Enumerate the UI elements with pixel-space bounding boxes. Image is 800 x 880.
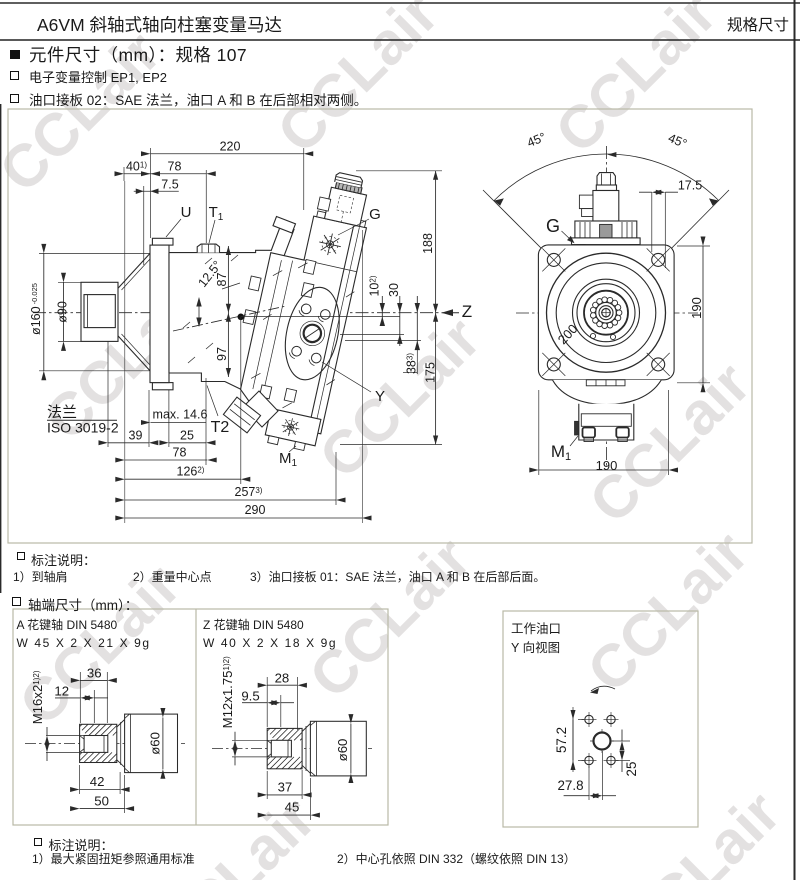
- svg-text:ø60: ø60: [148, 732, 163, 755]
- svg-text:30: 30: [387, 283, 401, 297]
- svg-text:ø90: ø90: [56, 301, 70, 323]
- svg-text:max. 14.6: max. 14.6: [153, 408, 208, 422]
- svg-text:9.5: 9.5: [241, 689, 259, 704]
- svg-text:CCLair: CCLair: [296, 524, 482, 710]
- svg-text:188: 188: [421, 233, 435, 254]
- svg-text:27.8: 27.8: [557, 778, 583, 793]
- svg-text:190: 190: [689, 297, 704, 319]
- svg-text:ISO 3019-2: ISO 3019-2: [47, 420, 119, 436]
- svg-text:45: 45: [285, 800, 300, 815]
- svg-text:T2: T2: [211, 419, 230, 436]
- svg-text:7.5: 7.5: [161, 178, 178, 192]
- svg-text:175: 175: [424, 362, 438, 383]
- svg-text:法兰: 法兰: [47, 404, 77, 421]
- svg-text:G: G: [369, 206, 381, 223]
- svg-text:290: 290: [245, 503, 266, 517]
- svg-text:T1: T1: [209, 204, 224, 223]
- svg-text:28: 28: [275, 671, 290, 686]
- svg-text:190: 190: [596, 458, 618, 473]
- svg-text:1262): 1262): [177, 465, 205, 479]
- svg-text:Y: Y: [375, 388, 385, 405]
- svg-text:M12x1.751)2): M12x1.751)2): [220, 656, 235, 728]
- svg-text:M1: M1: [551, 442, 571, 463]
- svg-text:57.2: 57.2: [554, 727, 569, 753]
- svg-text:102): 102): [368, 275, 382, 296]
- svg-text:87: 87: [215, 273, 229, 287]
- svg-text:M1: M1: [279, 450, 298, 469]
- svg-text:25: 25: [180, 429, 194, 443]
- svg-text:ø60: ø60: [335, 739, 350, 762]
- svg-text:ø160 -0.025: ø160 -0.025: [29, 283, 43, 335]
- svg-text:401): 401): [126, 160, 147, 174]
- svg-text:42: 42: [90, 774, 105, 789]
- svg-text:Z: Z: [462, 302, 472, 321]
- svg-text:37: 37: [278, 780, 293, 795]
- svg-text:97: 97: [215, 347, 229, 361]
- svg-text:U: U: [181, 204, 192, 221]
- svg-text:50: 50: [94, 794, 109, 809]
- svg-text:2573): 2573): [235, 485, 263, 499]
- svg-text:39: 39: [129, 429, 143, 443]
- svg-text:220: 220: [220, 140, 241, 154]
- svg-text:78: 78: [168, 160, 182, 174]
- svg-text:CCLair: CCLair: [606, 778, 792, 880]
- svg-text:CCLair: CCLair: [574, 518, 760, 704]
- svg-text:78: 78: [173, 446, 187, 460]
- svg-text:17.5: 17.5: [678, 179, 702, 193]
- svg-text:45°: 45°: [525, 130, 548, 150]
- svg-text:25: 25: [624, 762, 639, 777]
- svg-text:36: 36: [87, 666, 102, 681]
- svg-text:CCLair: CCLair: [264, 0, 450, 166]
- svg-text:CCLair: CCLair: [542, 0, 728, 166]
- svg-text:G: G: [546, 216, 560, 236]
- svg-text:12: 12: [54, 684, 69, 699]
- svg-text:45°: 45°: [666, 131, 689, 151]
